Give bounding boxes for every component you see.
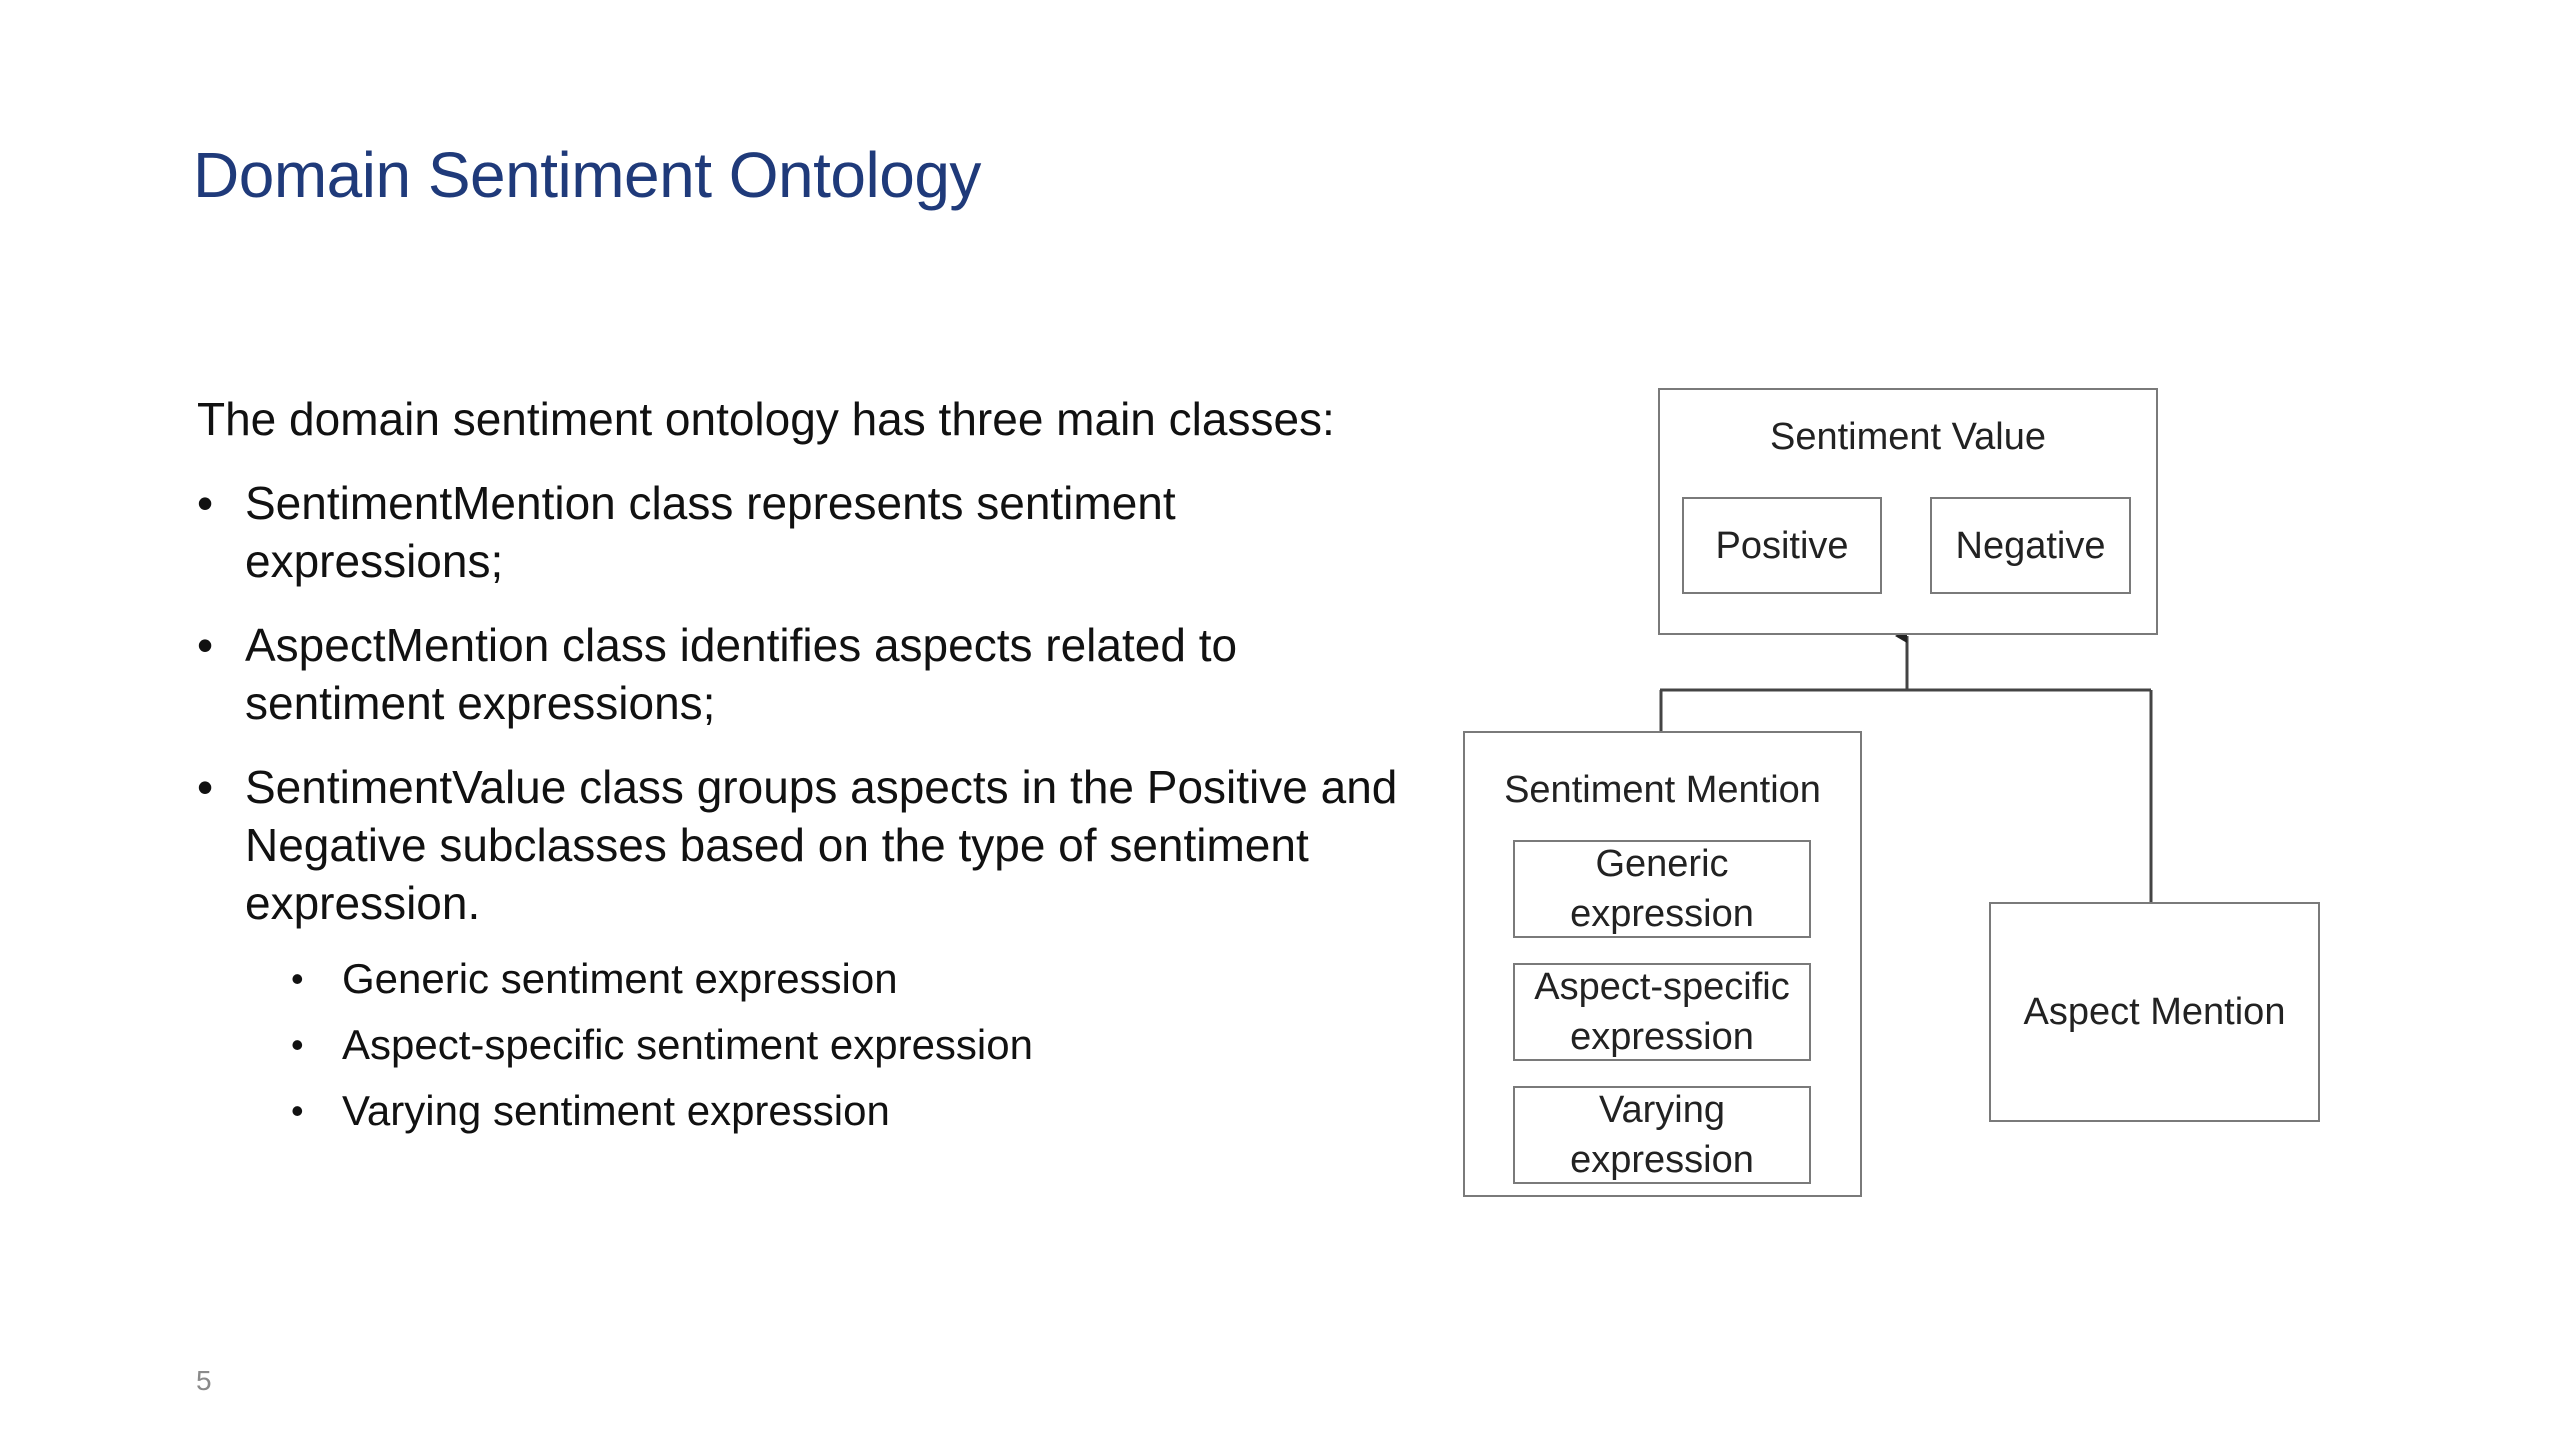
aspect-mention-label: Aspect Mention <box>2023 991 2286 1033</box>
sentiment-mention-label: Sentiment Mention <box>1504 769 1821 811</box>
page-number: 5 <box>196 1365 212 1396</box>
bullet-dot: • <box>197 761 214 813</box>
bullet-dot: • <box>291 1090 304 1131</box>
generic-expression-label: Generic expression <box>1570 843 1754 935</box>
bullet-item: • SentimentValue class groups aspects in… <box>197 758 1417 1144</box>
sentiment-value-label: Sentiment Value <box>1769 416 2047 458</box>
positive-box: Positive <box>1682 497 1882 594</box>
negative-label: Negative <box>1955 524 2106 567</box>
sub-bullet-item: • Generic sentiment expression <box>245 946 1417 1012</box>
sub-bullet-item: • Aspect-specific sentiment expression <box>245 1012 1417 1078</box>
sentiment-mention-box: Sentiment Mention <box>1463 731 1862 1197</box>
bullet-text: SentimentValue class groups aspects in t… <box>245 761 1398 929</box>
intro-text: The domain sentiment ontology has three … <box>197 393 1335 445</box>
bullet-item: • SentimentMention class represents sent… <box>197 474 1417 590</box>
sub-bullet-list: • Generic sentiment expression • Aspect-… <box>245 946 1417 1144</box>
aspect-mention-box: Aspect Mention <box>1989 902 2320 1122</box>
slide-title: Domain Sentiment Ontology <box>193 139 981 211</box>
varying-expression-box: Varying expression <box>1513 1086 1811 1184</box>
sub-bullet-item: • Varying sentiment expression <box>245 1078 1417 1144</box>
aspect-specific-expression-box: Aspect-specific expression <box>1513 963 1811 1061</box>
positive-label: Positive <box>1715 524 1849 567</box>
bullet-dot: • <box>291 958 304 999</box>
varying-expression-label: Varying expression <box>1570 1089 1754 1181</box>
bullet-dot: • <box>197 477 214 529</box>
bullet-list: • SentimentMention class represents sent… <box>197 474 1417 1144</box>
sub-bullet-text: Generic sentiment expression <box>342 955 898 1002</box>
negative-box: Negative <box>1930 497 2131 594</box>
sub-bullet-text: Aspect-specific sentiment expression <box>342 1021 1033 1068</box>
sentiment-value-box: Sentiment Value <box>1658 388 2158 635</box>
sub-bullet-text: Varying sentiment expression <box>342 1087 890 1134</box>
bullet-dot: • <box>197 619 214 671</box>
generic-expression-box: Generic expression <box>1513 840 1811 938</box>
bullet-text: AspectMention class identifies aspects r… <box>245 619 1238 729</box>
bullet-dot: • <box>291 1024 304 1065</box>
aspect-specific-expression-label: Aspect-specific expression <box>1534 966 1790 1058</box>
bullet-item: • AspectMention class identifies aspects… <box>197 616 1417 732</box>
slide-body: The domain sentiment ontology has three … <box>197 390 1417 1170</box>
bullet-text: SentimentMention class represents sentim… <box>245 477 1176 587</box>
